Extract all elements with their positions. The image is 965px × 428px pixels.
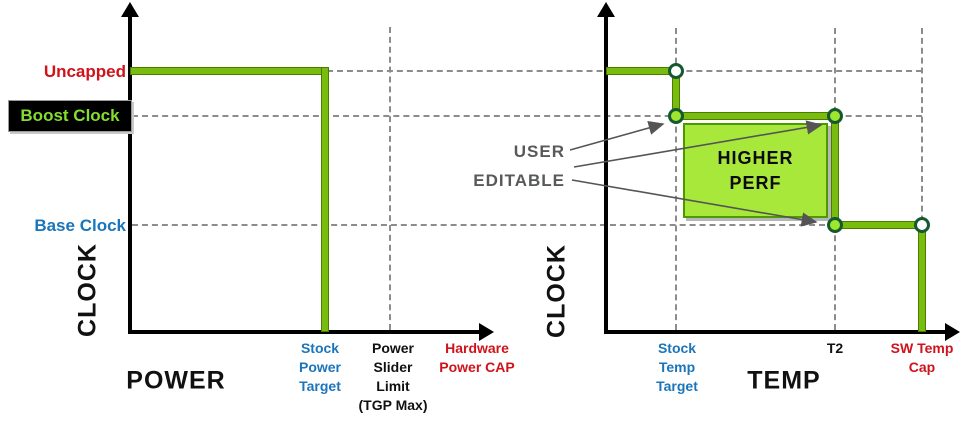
right-x-axis [604,330,947,334]
temp-axis-title: TEMP [747,366,821,395]
stock-power-target-line1: Stock [300,340,340,356]
marker-sw-temp-cap-base [914,217,930,233]
higher-perf-label-line1: HIGHER [717,147,794,168]
uncapped-label: Uncapped [43,62,126,81]
right-curve-base-segment [831,221,926,229]
power-slider-limit-tick: Power Slider Limit (TGP Max) [328,339,458,415]
sw-temp-cap-tick: SW Temp Cap [857,339,965,377]
power-axis-title: POWER [126,366,226,395]
user-editable-line1: USER [513,142,565,161]
stock-power-target-tick: Stock Power Target [255,339,385,396]
power-slider-limit-line3: Limit [376,378,410,394]
right-y-axis-arrow-icon [597,2,615,17]
left-curve-drop-segment [321,67,329,332]
marker-stock-temp-boost [668,108,684,124]
arrow-to-stock-temp-boost-icon [569,120,665,151]
right-clock-axis-title: CLOCK [542,244,571,338]
higher-perf-label-line2: PERF [729,172,782,193]
sw-temp-cap-guide [921,28,923,330]
hardware-power-cap-line1: Hardware [445,340,509,356]
boost-level-guide [132,115,922,117]
stock-temp-target-line2: Temp [658,359,696,375]
power-slider-limit-line2: Slider [373,359,413,375]
left-y-axis-arrow-icon [121,2,139,17]
hardware-power-cap-tick: Hardware Power CAP [412,339,542,377]
right-curve-final-drop-segment [918,221,926,332]
right-x-axis-arrow-icon [945,323,960,341]
marker-stock-temp-uncapped [668,63,684,79]
right-curve-boost-segment [672,112,839,120]
left-clock-axis-title: CLOCK [73,243,102,337]
base-clock-label: Base Clock [34,216,126,235]
user-editable-callout: USER EDITABLE [473,137,565,195]
t2-tick: T2 [826,340,844,356]
right-curve-step2-segment [831,112,839,229]
boost-clock-label: Boost Clock [20,106,120,125]
sw-temp-cap-line2: Cap [908,359,936,375]
stock-temp-target-line3: Target [656,378,698,394]
marker-t2-boost [827,108,843,124]
stock-power-target-line3: Target [299,378,341,394]
power-slider-limit-line4: (TGP Max) [358,397,428,413]
user-editable-line2: EDITABLE [473,171,565,190]
boost-clock-badge: Boost Clock [8,100,132,132]
stock-power-target-line2: Power [298,359,341,375]
left-curve-uncapped-segment [130,67,327,75]
right-y-axis [604,12,608,334]
marker-t2-base [827,217,843,233]
power-slider-limit-guide [389,27,391,330]
left-y-axis [128,12,132,334]
stock-temp-target-line1: Stock [657,340,697,356]
hardware-power-cap-line2: Power CAP [439,359,515,375]
sw-temp-cap-line1: SW Temp [890,340,954,356]
power-slider-limit-line1: Power [371,340,414,356]
higher-perf-region: HIGHER PERF [683,123,828,218]
left-x-axis-arrow-icon [479,323,494,341]
stock-temp-target-tick: Stock Temp Target [612,339,742,396]
left-x-axis [128,330,481,334]
stock-temp-target-guide [675,28,677,330]
base-level-guide [132,224,835,226]
